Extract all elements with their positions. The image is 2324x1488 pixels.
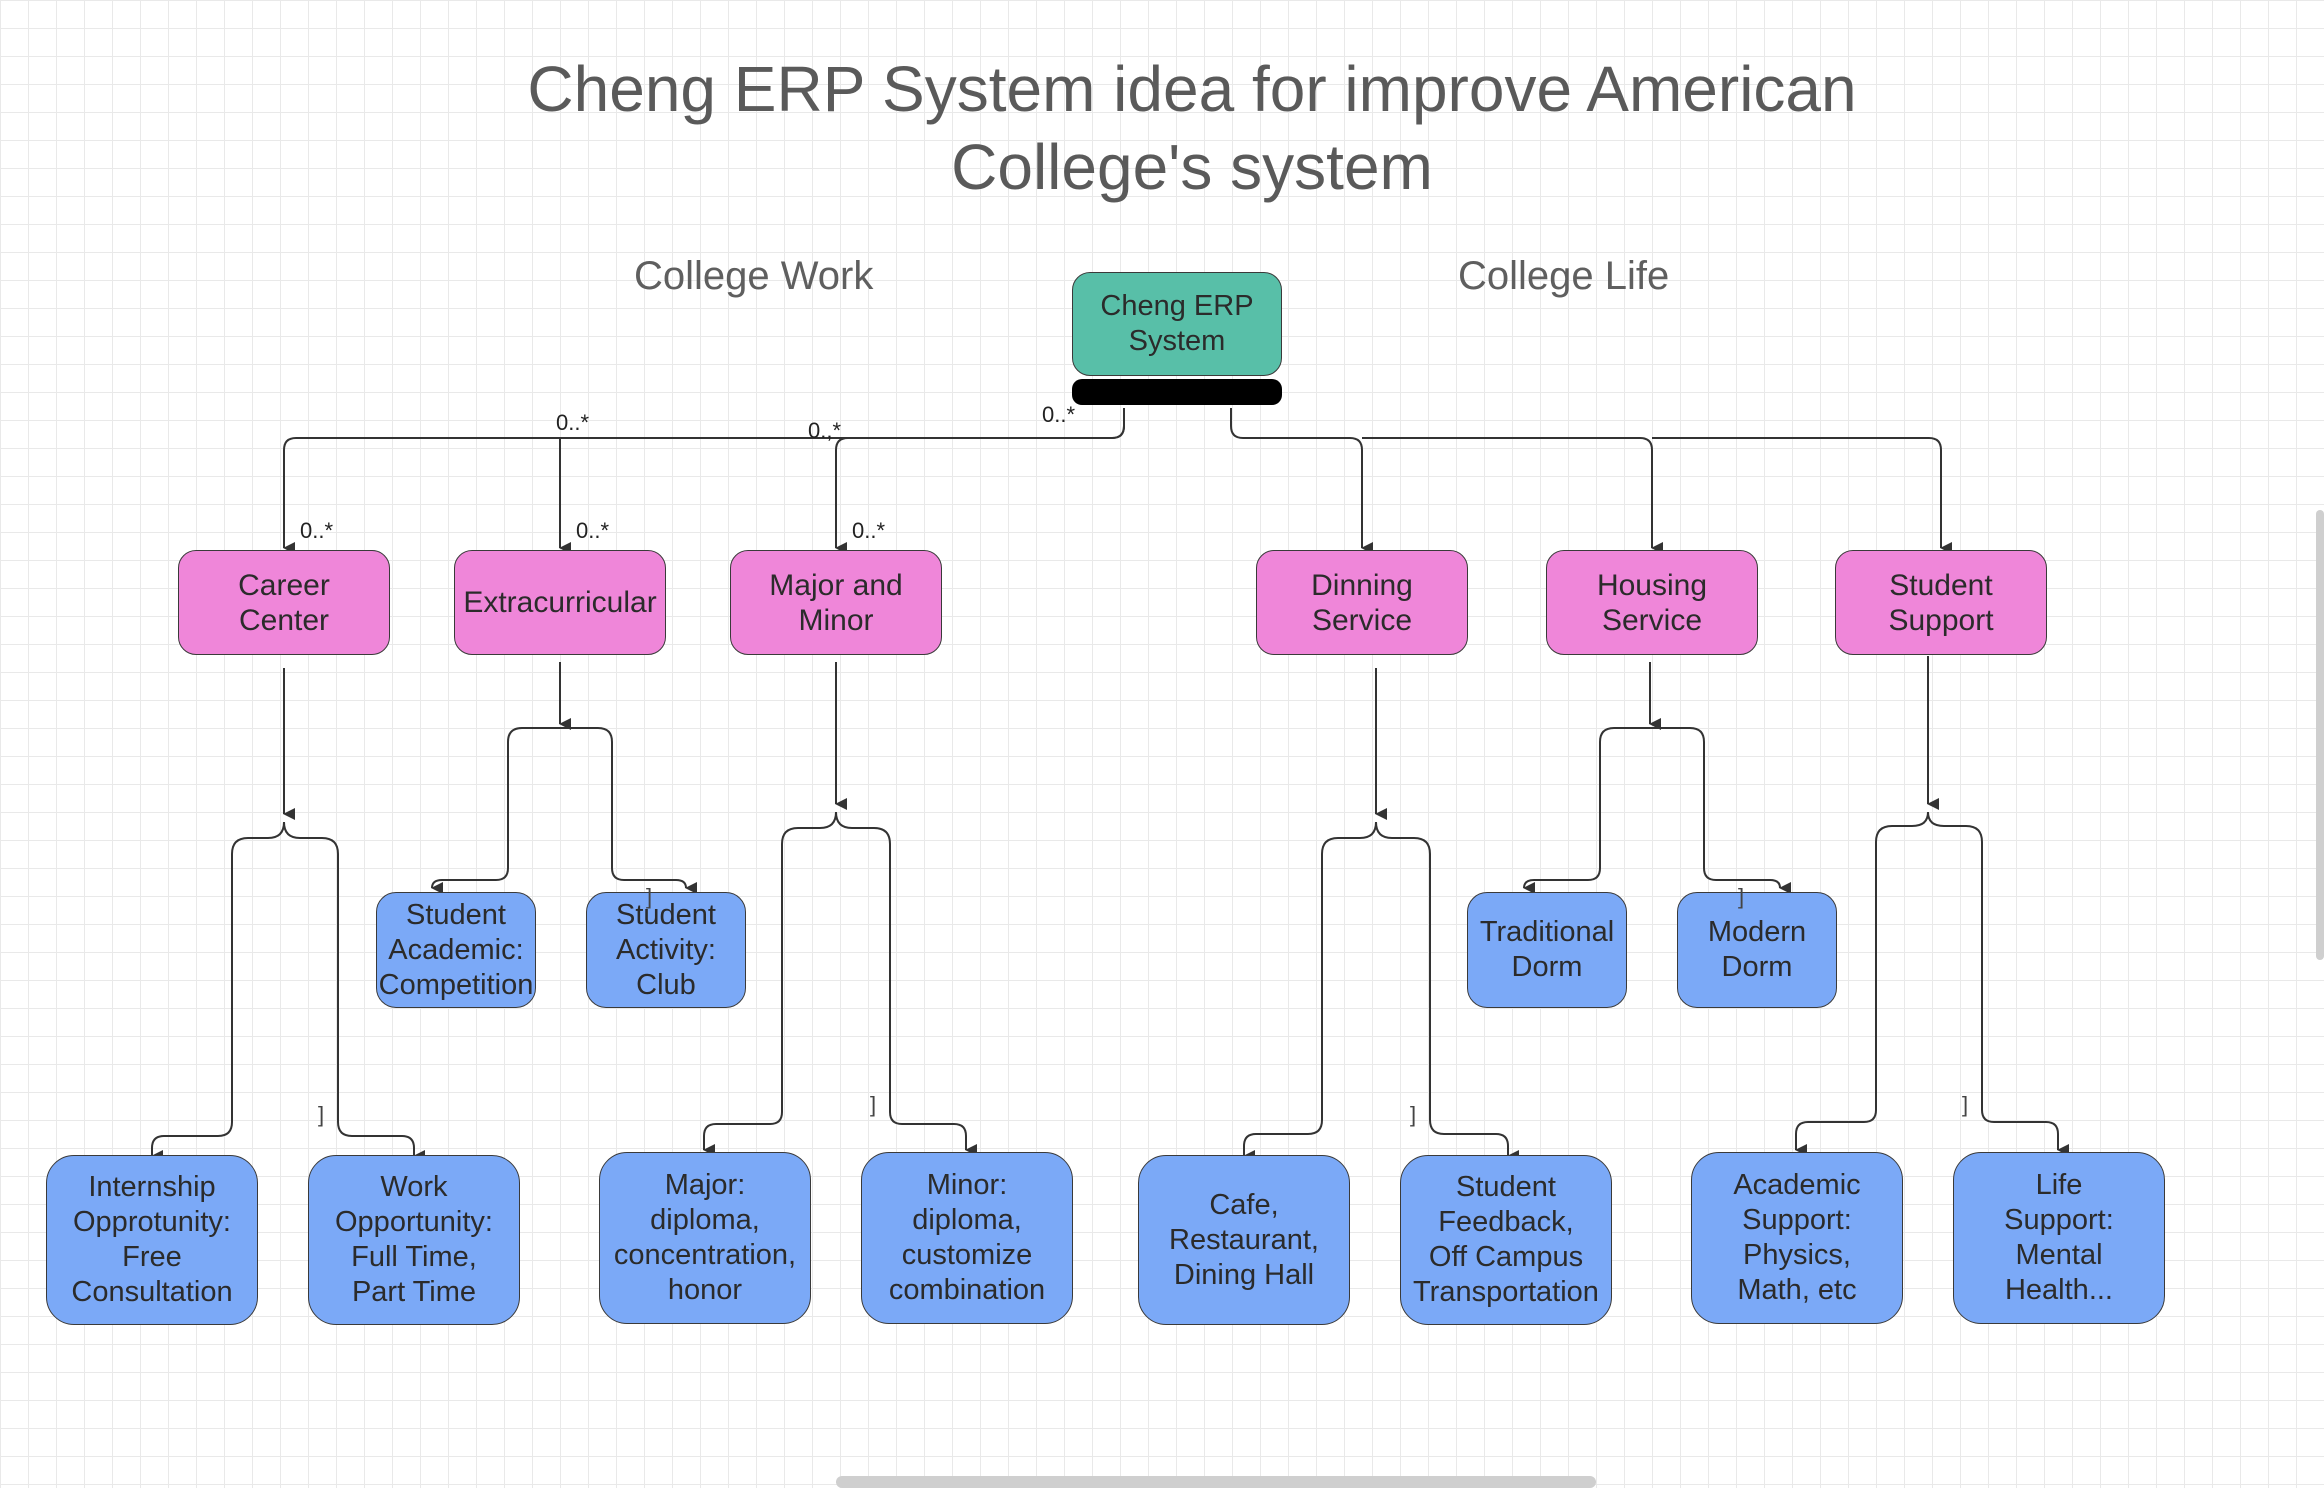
multiplicity-label: 0..*	[852, 518, 886, 543]
leaf-node-dining-facilities[interactable]: Cafe, Restaurant, Dining Hall	[1138, 1155, 1350, 1325]
leaf-node-life-support[interactable]: Life Support: Mental Health...	[1953, 1152, 2165, 1324]
category-node-student-support[interactable]: Student Support	[1835, 550, 2047, 655]
multiplicity-label: 0..*	[556, 410, 590, 435]
leaf-node-traditional-dorm[interactable]: Traditional Dorm	[1467, 892, 1627, 1008]
category-node-dining-service[interactable]: Dinning Service	[1256, 550, 1468, 655]
edge-dining-feedback	[1375, 821, 1519, 1162]
edge-extra-activity	[560, 727, 698, 894]
leaf-node-work-opportunity[interactable]: Work Opportunity: Full Time, Part Time	[308, 1155, 520, 1325]
diagram-title: Cheng ERP System idea for improve Americ…	[527, 53, 1857, 203]
bracket-mark: ]	[870, 1092, 877, 1117]
edge-major-major	[703, 811, 837, 1156]
multiplicity-label: 0.,*	[808, 418, 842, 443]
root-node-cheng-erp[interactable]: Cheng ERP System	[1072, 272, 1282, 376]
edge-housing-modern	[1650, 727, 1792, 894]
multiplicity-label: 0..*	[300, 518, 334, 543]
edge-root-major	[835, 425, 1125, 554]
leaf-node-student-feedback[interactable]: Student Feedback, Off Campus Transportat…	[1400, 1155, 1612, 1325]
leaf-node-internship[interactable]: Internship Opprotunity: Free Consultatio…	[46, 1155, 258, 1325]
bracket-mark: ]	[1738, 884, 1745, 909]
edge-root-dining	[1230, 408, 1373, 554]
edge-root-support	[1652, 437, 1952, 554]
category-node-career-center[interactable]: Career Center	[178, 550, 390, 655]
bracket-mark: ]	[646, 884, 653, 909]
leaf-node-student-activity[interactable]: Student Activity: Club	[586, 892, 746, 1008]
edge-career-work	[283, 821, 425, 1162]
bracket-mark: ]	[1410, 1102, 1417, 1127]
edge-root-career	[283, 408, 1125, 554]
horizontal-scrollbar[interactable]	[836, 1476, 1596, 1488]
vertical-scrollbar[interactable]	[2316, 510, 2324, 960]
section-label-college-work: College Work	[634, 254, 874, 298]
edge-dining-cafe	[1243, 821, 1377, 1162]
leaf-node-major[interactable]: Major: diploma, concentration, honor	[599, 1152, 811, 1324]
leaf-node-student-academic[interactable]: Student Academic: Competition	[376, 892, 536, 1008]
edge-career-internship	[151, 821, 285, 1162]
leaf-node-minor[interactable]: Minor: diploma, customize combination	[861, 1152, 1073, 1324]
category-node-extracurricular[interactable]: Extracurricular	[454, 550, 666, 655]
bracket-mark: ]	[1962, 1092, 1969, 1117]
edge-support-academic	[1795, 811, 1929, 1156]
root-node-bar	[1072, 379, 1282, 405]
edge-support-life	[1927, 811, 2069, 1156]
edge-major-minor	[835, 811, 977, 1156]
edge-housing-traditional	[1523, 727, 1650, 895]
edge-extra-academic	[431, 727, 560, 895]
category-node-housing-service[interactable]: Housing Service	[1546, 550, 1758, 655]
category-node-major-and-minor[interactable]: Major and Minor	[730, 550, 942, 655]
multiplicity-label: 0..*	[1042, 402, 1076, 427]
leaf-node-academic-support[interactable]: Academic Support: Physics, Math, etc	[1691, 1152, 1903, 1324]
leaf-node-modern-dorm[interactable]: Modern Dorm	[1677, 892, 1837, 1008]
multiplicity-label: 0..*	[576, 518, 610, 543]
edge-root-housing	[1362, 437, 1663, 554]
bracket-mark: ]	[318, 1102, 325, 1127]
section-label-college-life: College Life	[1458, 254, 1670, 298]
